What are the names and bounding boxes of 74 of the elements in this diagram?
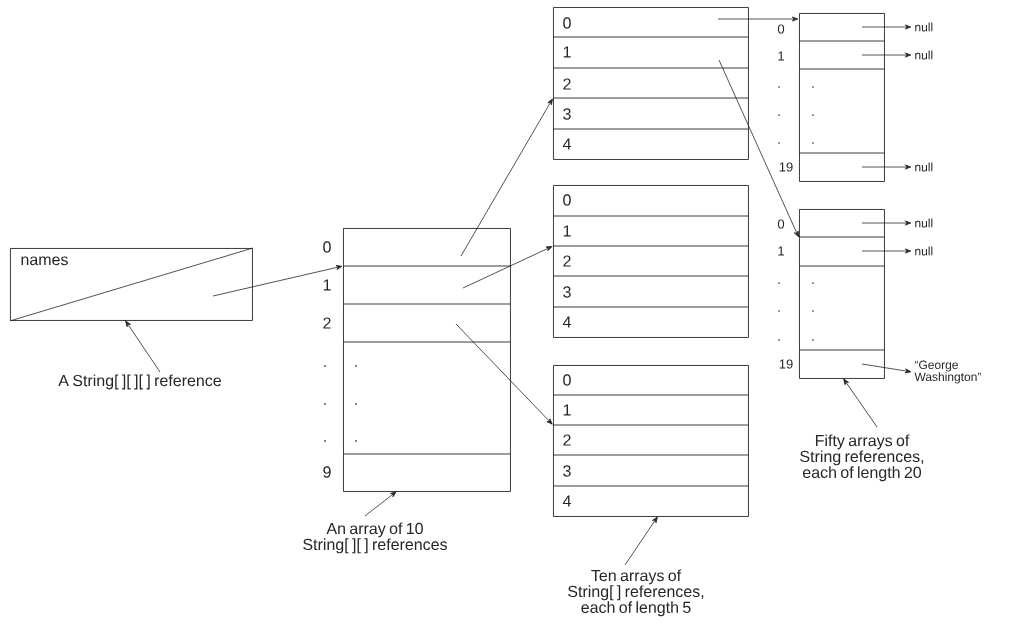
index-label: 2 xyxy=(563,255,571,267)
index-label: 1 xyxy=(323,279,331,291)
index-label: 0 xyxy=(323,241,331,253)
index-label: 1 xyxy=(563,225,571,237)
index-label: 0 xyxy=(777,219,785,229)
ellipsis-dot: . xyxy=(355,365,357,367)
index-label: 2 xyxy=(563,78,571,90)
ellipsis-dot: . xyxy=(778,282,780,284)
ellipsis-dot: . xyxy=(778,310,780,312)
reference-box: names xyxy=(9,247,254,322)
arrow xyxy=(455,323,553,425)
index-label: 19 xyxy=(779,162,793,172)
index-label: 0 xyxy=(777,24,785,34)
index-label: 0 xyxy=(563,194,571,206)
ellipsis-dot: . xyxy=(778,339,780,341)
ellipsis-dot: . xyxy=(324,403,326,405)
leader-arrow xyxy=(843,378,878,428)
index-label: 1 xyxy=(563,46,571,58)
index-label: 0 xyxy=(563,374,571,386)
index-label: 4 xyxy=(562,138,571,150)
arrow xyxy=(212,265,343,297)
array-box xyxy=(798,209,885,379)
value-text: null xyxy=(915,246,933,256)
ellipsis-dot: . xyxy=(355,403,357,405)
ellipsis-dot: . xyxy=(324,440,326,442)
value-text: null xyxy=(915,162,933,172)
ellipsis-dot: . xyxy=(812,142,814,144)
array-box xyxy=(798,13,885,182)
array-box xyxy=(552,7,749,160)
arrow xyxy=(861,363,912,374)
value-text: null xyxy=(915,218,933,228)
leader-arrow xyxy=(624,516,658,566)
index-label: 1 xyxy=(778,51,784,61)
ellipsis-dot: . xyxy=(355,440,357,442)
index-label: 3 xyxy=(563,108,571,120)
ellipsis-dot: . xyxy=(778,142,780,144)
ellipsis-dot: . xyxy=(812,114,814,116)
index-label: 2 xyxy=(563,434,571,446)
arrow xyxy=(718,59,799,238)
caption: Ten arrays of String[ ] references, each of length 5 xyxy=(568,569,704,617)
ellipsis-dot: . xyxy=(324,365,326,367)
ellipsis-dot: . xyxy=(778,86,780,88)
array-box xyxy=(342,228,511,492)
arrow xyxy=(861,220,912,226)
index-label: 3 xyxy=(563,286,571,298)
arrow xyxy=(861,52,912,58)
caption: An array of 10 String[ ][ ] references xyxy=(303,522,447,554)
index-label: 4 xyxy=(562,316,571,328)
array-box xyxy=(552,365,749,517)
arrow xyxy=(462,246,553,289)
value-text: null xyxy=(915,22,933,32)
index-label: 4 xyxy=(562,495,571,507)
leader-arrow xyxy=(125,320,161,373)
leader-arrow xyxy=(364,491,397,517)
ellipsis-dot: . xyxy=(812,310,814,312)
arrow xyxy=(861,24,912,30)
index-label: 19 xyxy=(779,359,793,369)
caption: A String[ ][ ][ ] reference xyxy=(58,374,221,390)
value-text: null xyxy=(915,50,933,60)
ellipsis-dot: . xyxy=(778,114,780,116)
arrow xyxy=(861,164,912,170)
index-label: 3 xyxy=(563,465,571,477)
ellipsis-dot: . xyxy=(812,86,814,88)
arrow xyxy=(460,98,553,257)
ellipsis-dot: . xyxy=(812,282,814,284)
array-box xyxy=(552,185,749,338)
index-label: 1 xyxy=(778,246,784,256)
index-label: 1 xyxy=(563,404,571,416)
arrow xyxy=(717,16,799,22)
value-text: “George Washington” xyxy=(914,360,981,384)
arrow xyxy=(861,248,912,254)
caption: Fifty arrays of String references, each of length 20 xyxy=(800,434,924,482)
index-label: 0 xyxy=(563,17,571,29)
ellipsis-dot: . xyxy=(812,339,814,341)
